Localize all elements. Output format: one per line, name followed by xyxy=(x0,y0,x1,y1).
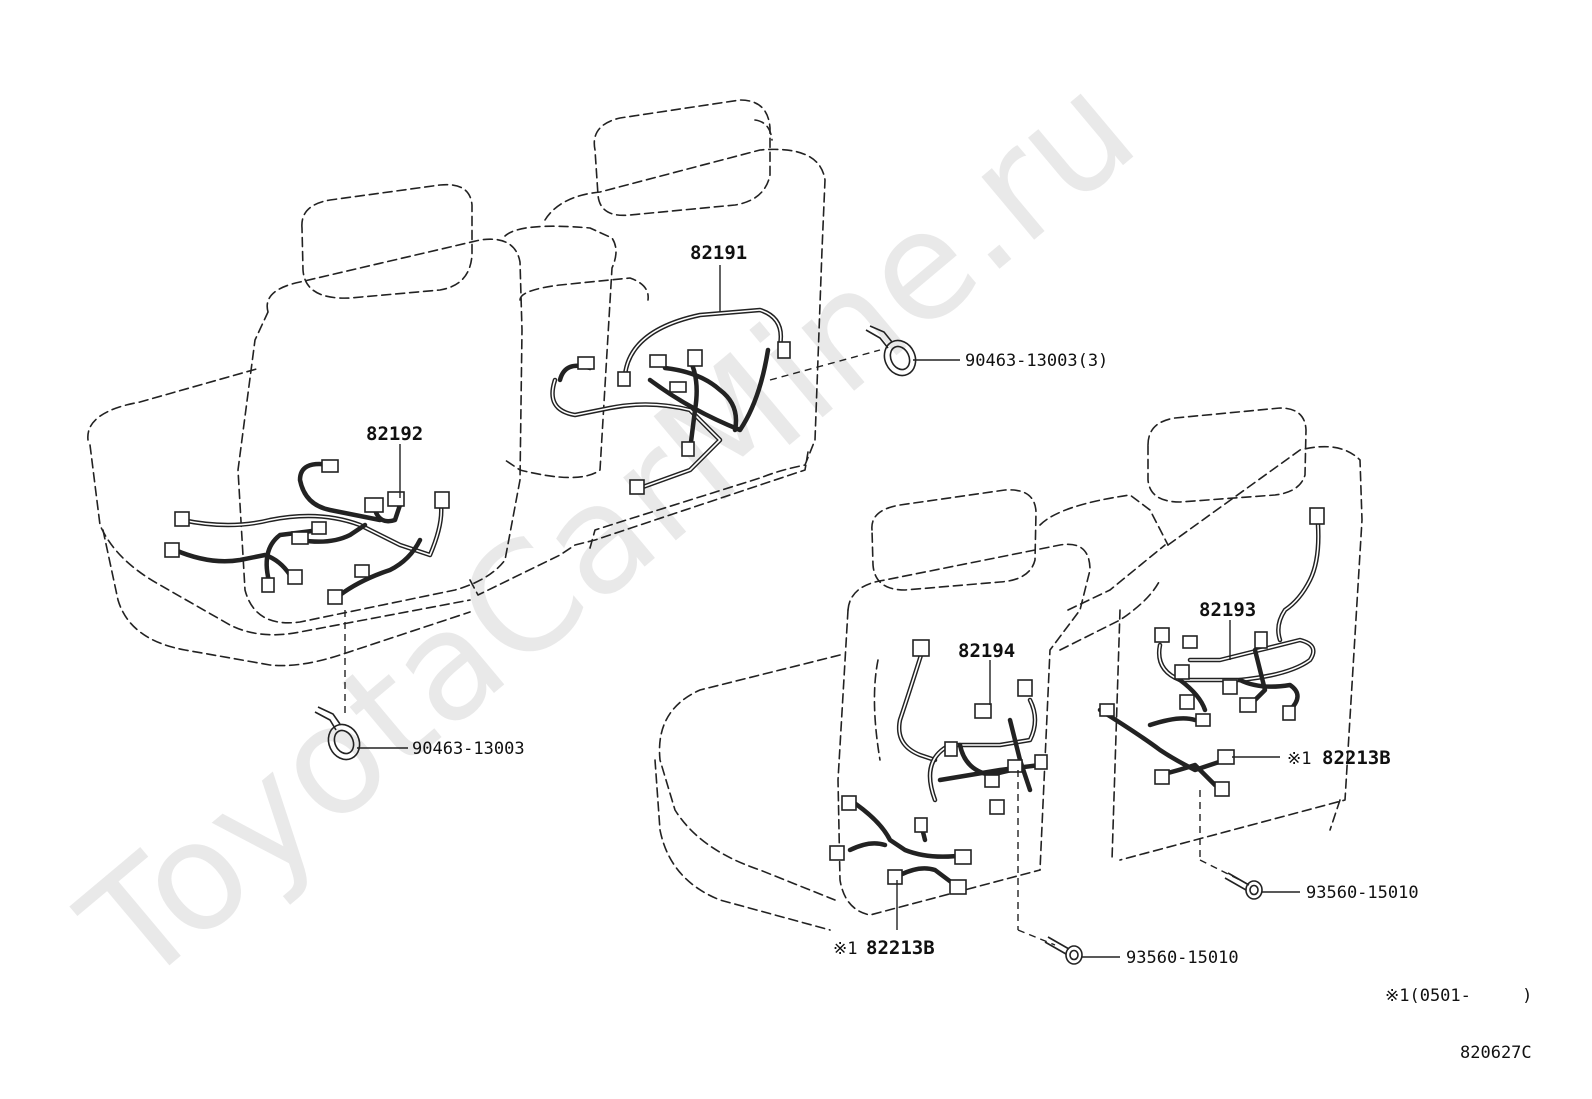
label-bolt-lower: 93560-15010 xyxy=(1126,948,1239,968)
bolt-icon xyxy=(1044,936,1083,965)
label-connector-left-mark: ※1 xyxy=(833,939,857,959)
watermark: ToyotaCarMine.ru xyxy=(51,42,1167,1018)
label-clamp-lower: 90463-13003 xyxy=(412,739,525,759)
wire-harness-82192 xyxy=(164,459,450,605)
right-seat-outline xyxy=(654,407,1363,931)
label-82194: 82194 xyxy=(958,640,1015,662)
label-connector-left: 82213B xyxy=(866,937,935,959)
leader-lines xyxy=(344,265,1300,958)
wire-harness-82194 xyxy=(829,639,1048,895)
label-clamp-upper: 90463-13003(3) xyxy=(965,351,1108,371)
label-82193: 82193 xyxy=(1199,599,1256,621)
label-connector-right-mark: ※1 xyxy=(1287,749,1311,769)
cable-clamp-icon xyxy=(865,325,917,377)
wire-harness-82191 xyxy=(550,307,791,495)
footnote: ※1(0501- ) xyxy=(1385,986,1532,1006)
label-82191: 82191 xyxy=(690,242,747,264)
label-connector-right: 82213B xyxy=(1322,747,1391,769)
cable-clamp-icon xyxy=(314,706,361,761)
bolt-icon xyxy=(1224,872,1263,900)
label-bolt-right: 93560-15010 xyxy=(1306,883,1419,903)
wire-harness-82193 xyxy=(1097,507,1325,797)
label-82192: 82192 xyxy=(366,423,423,445)
left-seat-outline xyxy=(87,99,826,667)
figure-code: 820627C xyxy=(1460,1043,1532,1063)
